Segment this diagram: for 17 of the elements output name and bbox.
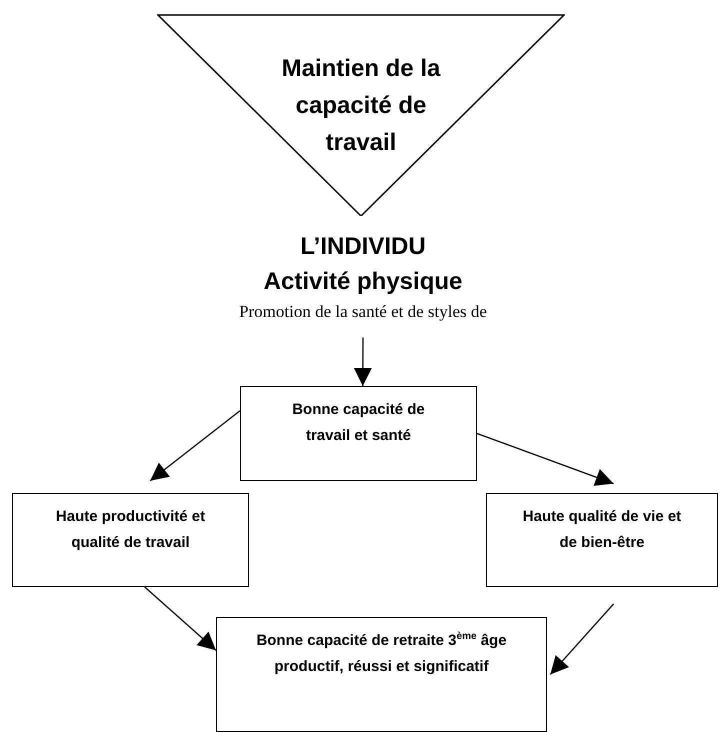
- node-text: Haute productivité et qualité de travail: [54, 507, 206, 554]
- process-box: [486, 493, 718, 587]
- process-box: [240, 386, 477, 481]
- arrow: [354, 338, 372, 386]
- arrow: [150, 410, 240, 482]
- triangle-shape: [157, 14, 565, 216]
- node-text: Haute qualité de vie et de bien-être: [522, 507, 682, 554]
- process-box: [216, 617, 547, 732]
- process-box: [12, 493, 249, 587]
- arrow: [550, 603, 614, 675]
- node-text: Bonne capacité de travail et santé: [291, 400, 426, 446]
- arrow: [476, 432, 614, 486]
- arrow: [144, 586, 216, 651]
- subtitle-text: Promotion de la santé et de styles de: [239, 300, 487, 323]
- node-text: Bonne capacité de retraite 3$^{ème}$ âge productif, réussi et significatif: [255, 630, 508, 678]
- heading-text: L’INDIVIDU Activité physique: [263, 232, 463, 297]
- node-text: Maintien de la capacité de travail: [280, 54, 442, 158]
